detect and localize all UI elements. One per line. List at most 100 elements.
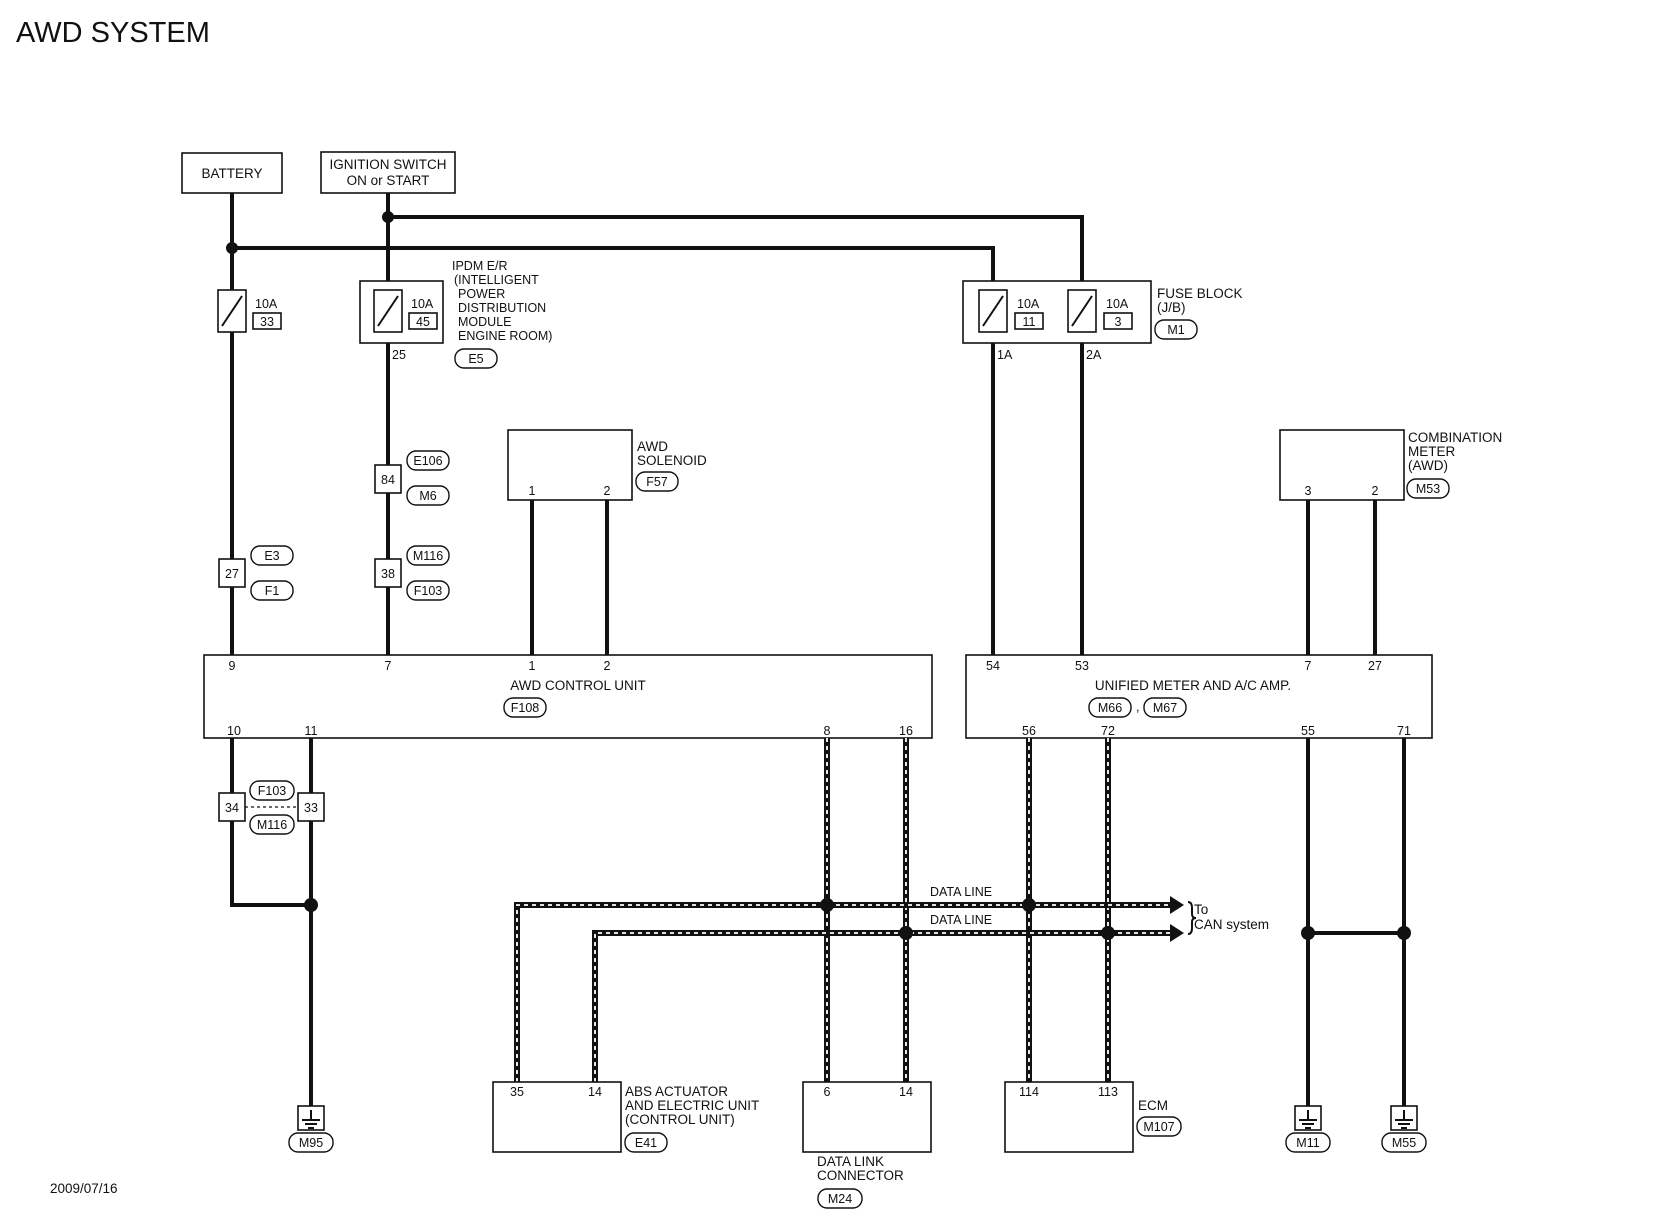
abs-actuator-unit: 35 14 ABS ACTUATOR AND ELECTRIC UNIT (CO… xyxy=(492,1081,759,1153)
connector-label: M116 xyxy=(257,818,287,832)
dlc-label-line: DATA LINK xyxy=(817,1154,884,1169)
joint-connector-38: 38 M116 F103 xyxy=(374,545,450,601)
dlc-label-line: CONNECTOR xyxy=(817,1168,904,1183)
connector-label: E106 xyxy=(413,454,442,468)
fuse-number: 11 xyxy=(1023,315,1036,329)
ipdm-er: 10A 45 IPDM E/R (INTELLIGENT POWER DISTR… xyxy=(359,259,552,369)
fuse-number: 45 xyxy=(416,315,430,329)
battery-fuse: 10A 33 xyxy=(217,248,282,333)
pin-label: 53 xyxy=(1075,659,1089,673)
connector-label: F103 xyxy=(258,784,287,798)
connector-label: M95 xyxy=(299,1136,323,1150)
pin-label: 14 xyxy=(588,1085,602,1099)
meter-label-line: (AWD) xyxy=(1408,458,1448,473)
solenoid-label-line: AWD xyxy=(637,439,668,454)
joint-connector-34-33: 34 33 F103 M116 xyxy=(218,780,325,835)
data-link-connector: 6 14 DATA LINK CONNECTOR M24 xyxy=(802,1081,932,1209)
meter-label-line: METER xyxy=(1408,444,1456,459)
can-data-lines xyxy=(514,738,1184,1082)
awd-solenoid: 1 2 AWD SOLENOID F57 xyxy=(507,429,707,501)
pin-label: 71 xyxy=(1397,724,1411,738)
joint-connector-27: 27 E3 F1 xyxy=(218,545,294,601)
splice-dot xyxy=(1301,926,1315,940)
connector-label: M11 xyxy=(1296,1136,1319,1150)
pin-label: 2 xyxy=(1372,484,1379,498)
fuse-block: 10A 11 10A 3 FUSE BLOCK (J/B) M1 1A 2A xyxy=(962,280,1243,362)
ipdm-label-line: ENGINE ROOM) xyxy=(458,329,552,343)
pin-label: 55 xyxy=(1301,724,1315,738)
pin-label: 16 xyxy=(899,724,913,738)
connector-label: F103 xyxy=(414,584,443,598)
fuse-rating: 10A xyxy=(411,297,434,311)
splice-dot xyxy=(304,898,318,912)
pin-label: 11 xyxy=(305,724,318,738)
pin-label: 35 xyxy=(510,1085,524,1099)
fuse-block-label-line: (J/B) xyxy=(1157,300,1186,315)
pin-label: 1 xyxy=(529,659,536,673)
fuse-terminal: 2A xyxy=(1086,348,1102,362)
connector-label: M66 xyxy=(1098,701,1122,715)
connector-label: M55 xyxy=(1392,1136,1416,1150)
connector-label: E41 xyxy=(635,1136,657,1150)
pin-label: 7 xyxy=(385,659,392,673)
splice-dot xyxy=(1397,926,1411,940)
pin-label: 1 xyxy=(529,484,536,498)
joint-pin: 84 xyxy=(381,473,395,487)
abs-label-line: ABS ACTUATOR xyxy=(625,1084,728,1099)
fuse-rating: 10A xyxy=(1106,297,1129,311)
ground-m11: M11 xyxy=(1285,1105,1331,1153)
connector-label: M6 xyxy=(419,489,436,503)
wire-ground-join xyxy=(230,821,311,907)
pin-label: 9 xyxy=(229,659,236,673)
joint-pin: 33 xyxy=(304,801,318,815)
pin-label: 10 xyxy=(227,724,241,738)
connector-label: M53 xyxy=(1416,482,1440,496)
fuse-terminal: 1A xyxy=(997,348,1013,362)
connector-label: F1 xyxy=(265,584,280,598)
connector-label: F108 xyxy=(511,701,540,715)
ground-m55: M55 xyxy=(1381,1105,1427,1153)
pin-label: 7 xyxy=(1305,659,1312,673)
pin-label: 113 xyxy=(1098,1085,1118,1099)
connector-label: M67 xyxy=(1153,701,1177,715)
meter-amp-label: UNIFIED METER AND A/C AMP. xyxy=(1095,678,1291,693)
diagram-date: 2009/07/16 xyxy=(50,1181,118,1196)
unified-meter-ac-amp: 54 53 7 27 UNIFIED METER AND A/C AMP. M6… xyxy=(965,654,1433,739)
svg-text:,: , xyxy=(1136,700,1139,714)
ipdm-terminal: 25 xyxy=(392,348,406,362)
ipdm-label-line: DISTRIBUTION xyxy=(458,301,546,315)
battery-bus-wire xyxy=(230,193,995,282)
connector-label: M107 xyxy=(1143,1120,1174,1134)
pin-label: 2 xyxy=(604,659,611,673)
data-line-label: DATA LINE xyxy=(930,913,992,927)
pin-label: 3 xyxy=(1305,484,1312,498)
pin-label: 56 xyxy=(1022,724,1036,738)
pin-label: 8 xyxy=(824,724,831,738)
abs-label-line: AND ELECTRIC UNIT xyxy=(625,1098,759,1113)
combination-meter: 3 2 COMBINATION METER (AWD) M53 xyxy=(1279,429,1502,501)
ignition-switch: IGNITION SWITCH ON or START xyxy=(320,151,456,194)
pin-label: 54 xyxy=(986,659,1000,673)
ignition-label-line1: IGNITION SWITCH xyxy=(330,157,447,172)
pin-label: 114 xyxy=(1019,1085,1039,1099)
data-line-label: DATA LINE xyxy=(930,885,992,899)
connector-label: M116 xyxy=(413,549,443,563)
ipdm-label-line: (INTELLIGENT xyxy=(454,273,539,287)
connector-label: M24 xyxy=(828,1192,852,1206)
pin-label: 27 xyxy=(1368,659,1382,673)
ecm-label: ECM xyxy=(1138,1098,1168,1113)
connector-label: F57 xyxy=(646,475,668,489)
ipdm-label-line: POWER xyxy=(458,287,505,301)
ignition-label-line2: ON or START xyxy=(347,173,430,188)
battery-source: BATTERY xyxy=(181,152,283,194)
connector-label: E5 xyxy=(468,352,483,366)
solenoid-label-line: SOLENOID xyxy=(637,453,707,468)
joint-pin: 27 xyxy=(225,567,239,581)
connector-label: E3 xyxy=(264,549,279,563)
joint-pin: 34 xyxy=(225,801,239,815)
ipdm-label-line: MODULE xyxy=(458,315,511,329)
fuse-block-label-line: FUSE BLOCK xyxy=(1157,286,1243,301)
pin-label: 6 xyxy=(824,1085,831,1099)
joint-pin: 38 xyxy=(381,567,395,581)
fuse-number: 3 xyxy=(1115,315,1122,329)
